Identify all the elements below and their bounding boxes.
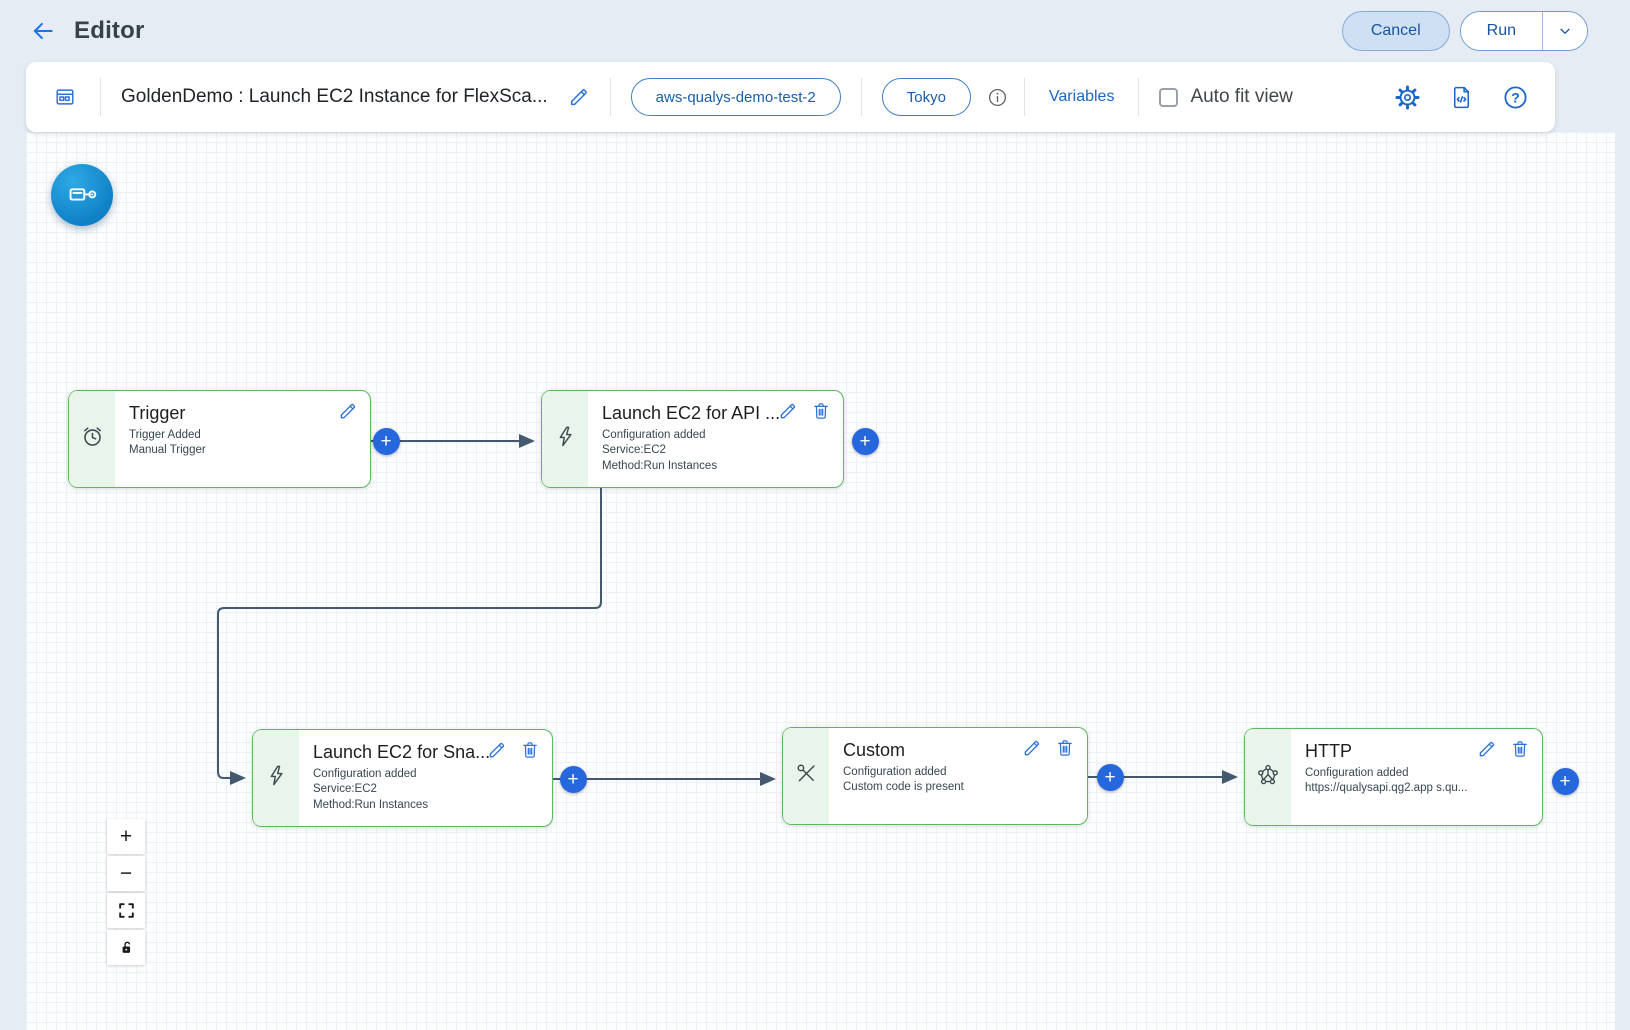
node-edit-icon[interactable] bbox=[1477, 739, 1497, 764]
add-node-button[interactable]: + bbox=[559, 765, 587, 793]
node-delete-icon[interactable] bbox=[811, 401, 831, 426]
workflow-node-launch-ec2-api[interactable]: Launch EC2 for API ... Configuration adde… bbox=[541, 390, 844, 488]
auto-fit-checkbox[interactable] bbox=[1159, 87, 1179, 107]
edge-launch-ec2-api-to-launch-ec2-snap bbox=[217, 488, 602, 785]
node-delete-icon[interactable] bbox=[1055, 738, 1075, 763]
run-button[interactable]: Run bbox=[1460, 12, 1542, 50]
node-type-stripe bbox=[69, 391, 115, 487]
lightning-icon bbox=[265, 764, 288, 792]
lock-button[interactable] bbox=[107, 930, 145, 965]
node-edit-icon[interactable] bbox=[778, 401, 798, 426]
node-type-stripe bbox=[542, 391, 588, 487]
node-status-line: Method:Run Instances bbox=[313, 798, 429, 811]
auto-fit-label: Auto fit view bbox=[1190, 86, 1293, 107]
toolbar-divider bbox=[609, 78, 611, 116]
node-status-line: Configuration added bbox=[843, 766, 947, 778]
variables-button[interactable]: Variables bbox=[1045, 88, 1119, 106]
node-title: Launch EC2 for Sna... bbox=[313, 742, 491, 762]
toolbar-divider bbox=[100, 78, 101, 116]
toolbar-divider bbox=[1138, 78, 1140, 116]
zoom-out-button[interactable]: − bbox=[107, 856, 145, 891]
node-palette-fab[interactable] bbox=[51, 164, 113, 226]
run-split-button: Run bbox=[1459, 11, 1588, 51]
alarm-clock-icon bbox=[80, 424, 105, 454]
node-title: Launch EC2 for API ... bbox=[602, 403, 781, 423]
workflow-title: GoldenDemo : Launch EC2 Instance for Fle… bbox=[121, 86, 548, 107]
gear-icon[interactable] bbox=[1390, 80, 1425, 115]
node-delete-icon[interactable] bbox=[1510, 739, 1530, 764]
node-title: Trigger bbox=[129, 403, 186, 423]
back-arrow-icon[interactable] bbox=[28, 16, 58, 46]
toolbar-divider bbox=[1023, 78, 1025, 116]
page-title: Editor bbox=[74, 17, 145, 44]
workflow-toolbar: GoldenDemo : Launch EC2 Instance for Fle… bbox=[26, 62, 1555, 132]
zoom-in-button[interactable]: + bbox=[107, 819, 145, 854]
node-type-stripe bbox=[253, 730, 299, 826]
canvas-zoom-controls: + − bbox=[107, 819, 145, 965]
node-status-line: Method:Run Instances bbox=[602, 459, 718, 472]
info-icon[interactable] bbox=[983, 83, 1012, 112]
lightning-icon bbox=[554, 425, 577, 453]
add-node-button[interactable]: + bbox=[1096, 763, 1124, 791]
node-delete-icon[interactable] bbox=[520, 740, 540, 765]
toolbar-divider bbox=[860, 78, 862, 116]
svg-text:?: ? bbox=[1511, 89, 1520, 105]
workflow-node-launch-ec2-snap[interactable]: Launch EC2 for Sna... Configuration added… bbox=[252, 729, 553, 827]
node-title: Custom bbox=[843, 740, 906, 760]
run-options-chevron-icon[interactable] bbox=[1543, 12, 1587, 50]
workflow-node-http[interactable]: HTTP Configuration added https://qualysapi… bbox=[1244, 728, 1543, 826]
edit-title-icon[interactable] bbox=[564, 82, 594, 112]
node-edit-icon[interactable] bbox=[487, 740, 507, 765]
node-status-line: Manual Trigger bbox=[129, 444, 206, 457]
add-node-button[interactable]: + bbox=[1551, 767, 1579, 795]
node-title: HTTP bbox=[1305, 741, 1352, 761]
node-status-line: Service:EC2 bbox=[313, 783, 377, 796]
add-node-button[interactable]: + bbox=[851, 427, 879, 455]
help-icon[interactable]: ? bbox=[1498, 80, 1533, 115]
cancel-button[interactable]: Cancel bbox=[1341, 11, 1450, 51]
node-status-line: Configuration added bbox=[602, 429, 706, 441]
region-button[interactable]: Tokyo bbox=[881, 78, 971, 116]
node-type-stripe bbox=[783, 728, 829, 824]
node-edit-icon[interactable] bbox=[1022, 738, 1042, 763]
fit-view-button[interactable] bbox=[107, 893, 145, 928]
code-file-icon[interactable] bbox=[1445, 81, 1478, 114]
app-bar: Editor Cancel Run bbox=[0, 0, 1630, 62]
node-status-line: Trigger Added bbox=[129, 429, 201, 441]
node-status-line: Configuration added bbox=[1305, 767, 1409, 779]
node-status-line: https://qualysapi.qg2.app s.qu... bbox=[1305, 782, 1468, 795]
add-node-button[interactable]: + bbox=[372, 427, 400, 455]
tools-icon bbox=[795, 762, 818, 790]
network-icon bbox=[1256, 763, 1280, 792]
workflow-icon bbox=[50, 82, 80, 112]
node-status-line: Custom code is present bbox=[843, 781, 964, 794]
run-button-divider bbox=[1542, 12, 1543, 50]
node-status-line: Configuration added bbox=[313, 768, 417, 780]
node-status-line: Service:EC2 bbox=[602, 444, 666, 457]
edges-layer bbox=[217, 434, 1238, 786]
node-type-stripe bbox=[1245, 729, 1291, 825]
connector-button[interactable]: aws-qualys-demo-test-2 bbox=[630, 78, 841, 116]
node-edit-icon[interactable] bbox=[338, 401, 358, 426]
